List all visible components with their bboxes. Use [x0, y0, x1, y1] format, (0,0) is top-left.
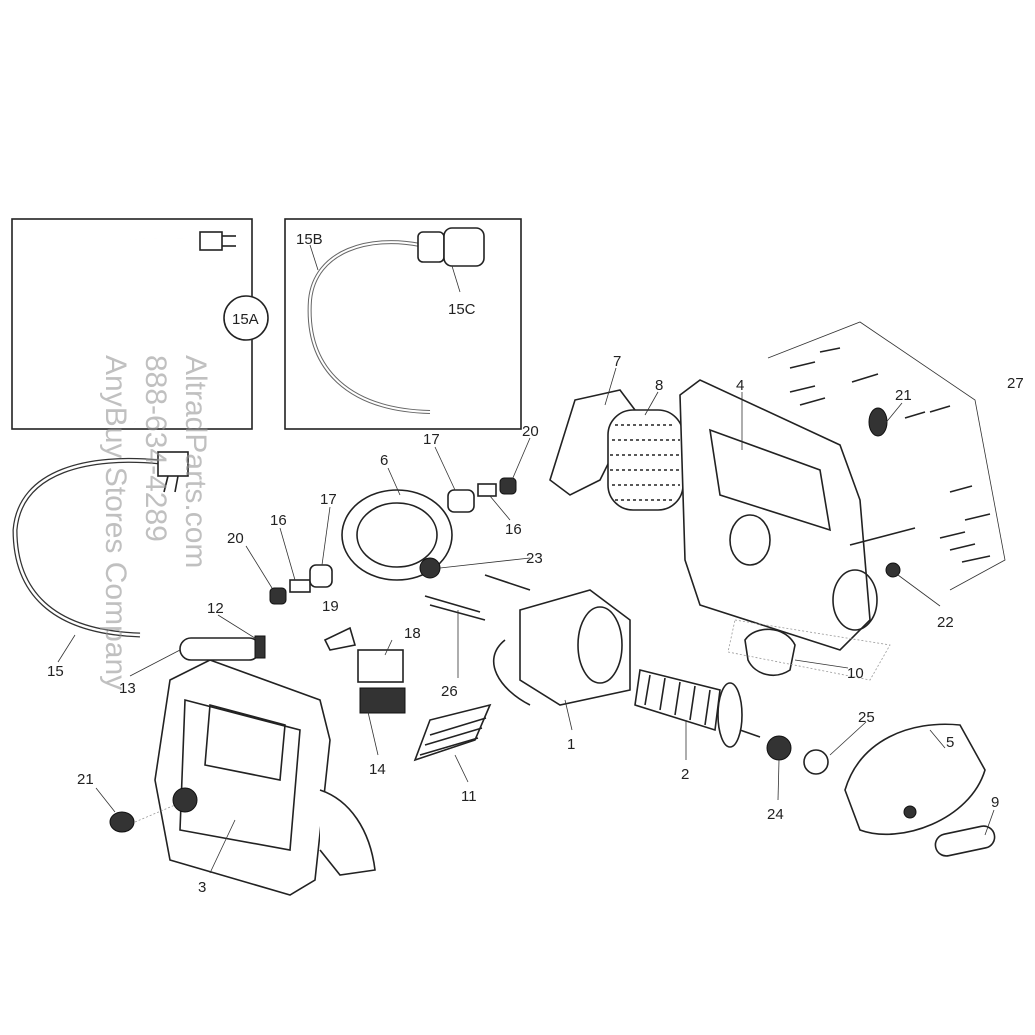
motor-housing-4 — [679, 379, 916, 681]
callout-2: 2 — [681, 766, 689, 783]
callout-20: 20 — [522, 423, 539, 440]
callout-26: 26 — [441, 683, 458, 700]
callout-11: 11 — [461, 788, 477, 805]
bearing-housing-6 — [269, 477, 531, 621]
armature-2 — [634, 669, 829, 775]
leader-lines — [95, 367, 995, 874]
callout-23: 23 — [526, 550, 543, 567]
callout-14: 14 — [369, 761, 386, 778]
inset-15a: 15A — [11, 218, 269, 430]
callout-17: 17 — [423, 431, 440, 448]
brush-holder-10 — [744, 628, 796, 676]
clip-12 — [254, 635, 266, 659]
handle-housing-3 — [109, 635, 376, 896]
callout-1: 1 — [567, 736, 575, 753]
callout-22: 22 — [937, 614, 954, 631]
callout-21: 21 — [77, 771, 94, 788]
callout-7: 7 — [613, 353, 621, 370]
plug-icon — [199, 231, 223, 251]
callout-16: 16 — [270, 512, 287, 529]
callout-16: 16 — [505, 521, 522, 538]
callout-17: 17 — [320, 491, 337, 508]
plug-21 — [109, 811, 135, 833]
callout-15: 15 — [47, 663, 64, 680]
callout-10: 10 — [847, 665, 864, 682]
callout-25: 25 — [858, 709, 875, 726]
callout-15b: 15B — [296, 231, 323, 248]
callout-9: 9 — [991, 794, 999, 811]
inset-15b-15c: 15B 15C — [284, 218, 522, 430]
callout-6: 6 — [380, 452, 388, 469]
switch-parts — [323, 626, 492, 762]
callout-27: 27 — [1007, 375, 1024, 392]
watermark-line-2: 888-634-4289 — [139, 355, 172, 542]
screws-27 — [767, 321, 1006, 591]
callout-21: 21 — [895, 387, 912, 404]
tube-13 — [179, 637, 261, 661]
callout-24: 24 — [767, 806, 784, 823]
callout-20: 20 — [227, 530, 244, 547]
callout-13: 13 — [119, 680, 136, 697]
callout-12: 12 — [207, 600, 224, 617]
fan-8 — [607, 409, 684, 511]
callout-15c: 15C — [448, 301, 476, 318]
watermark-line-1: AltradParts.com — [179, 355, 212, 569]
callout-18: 18 — [404, 625, 421, 642]
callout-3: 3 — [198, 879, 206, 896]
watermark-line-3: AnyBuy Stores Company — [99, 355, 132, 691]
callouts: 7 8 4 21 27 6 20 17 17 16 16 20 23 22 19… — [47, 353, 1024, 896]
callout-15a: 15A — [232, 311, 259, 328]
callout-8: 8 — [655, 377, 663, 394]
callout-19: 19 — [322, 598, 339, 615]
end-cap-5 — [844, 723, 996, 857]
callout-4: 4 — [736, 377, 744, 394]
stator-1 — [493, 589, 631, 706]
connector-icon — [417, 231, 445, 263]
tube-9 — [934, 825, 996, 857]
callout-5: 5 — [946, 734, 954, 751]
power-cable-15 — [12, 451, 189, 663]
